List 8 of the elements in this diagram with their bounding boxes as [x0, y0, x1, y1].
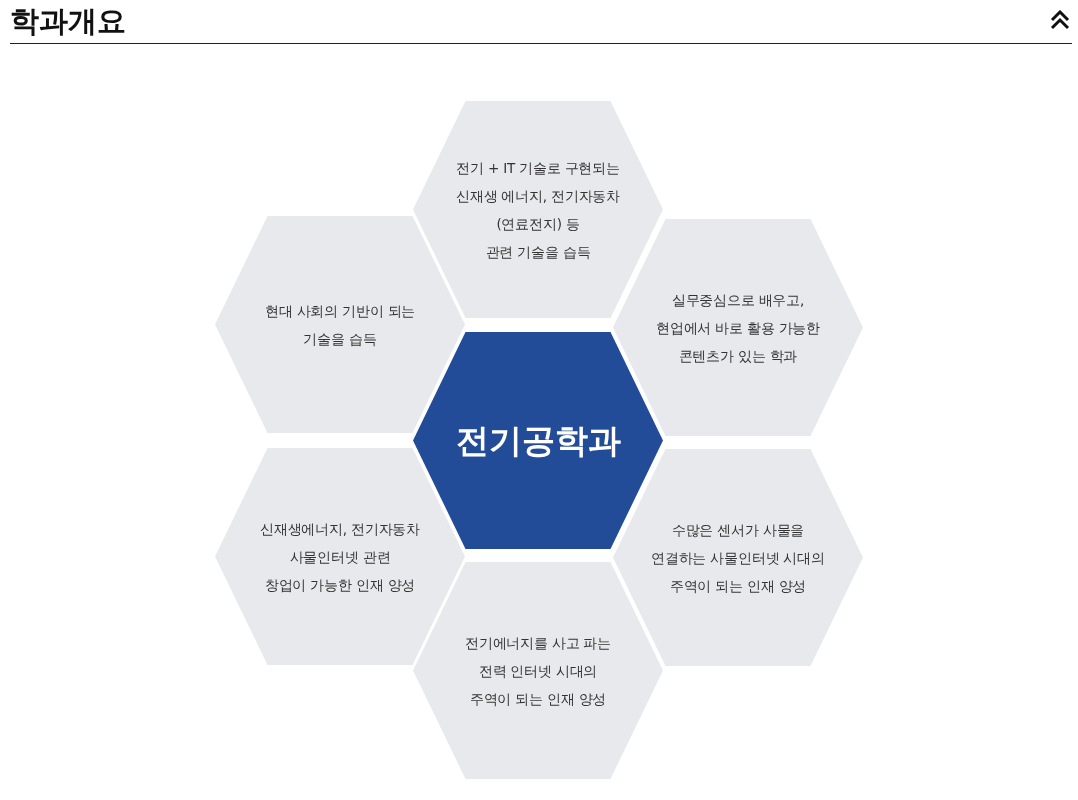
hexagon-text: 수많은 센서가 사물을 연결하는 사물인터넷 시대의 주역이 되는 인재 양성 [651, 520, 825, 596]
section-heading: 학과개요 [10, 3, 126, 40]
hexagon-text: 현대 사회의 기반이 되는 기술을 습득 [264, 301, 416, 349]
center-title: 전기공학과 [455, 419, 621, 462]
hexagon-text: 실무중심으로 배우고, 현업에서 바로 활용 가능한 콘텐츠가 있는 학과 [655, 290, 821, 366]
hexagon-text: 전기에너지를 사고 파는 전력 인터넷 시대의 주역이 되는 인재 양성 [464, 633, 612, 709]
hexagon-text: 전기 + IT 기술로 구현되는 신재생 에너지, 전기자동차 (연료전지) 등 관련 기술을 습득 [455, 158, 621, 262]
hexagon-text: 신재생에너지, 전기자동차 사물인터넷 관련 창업이 가능한 인재 양성 [260, 519, 420, 595]
